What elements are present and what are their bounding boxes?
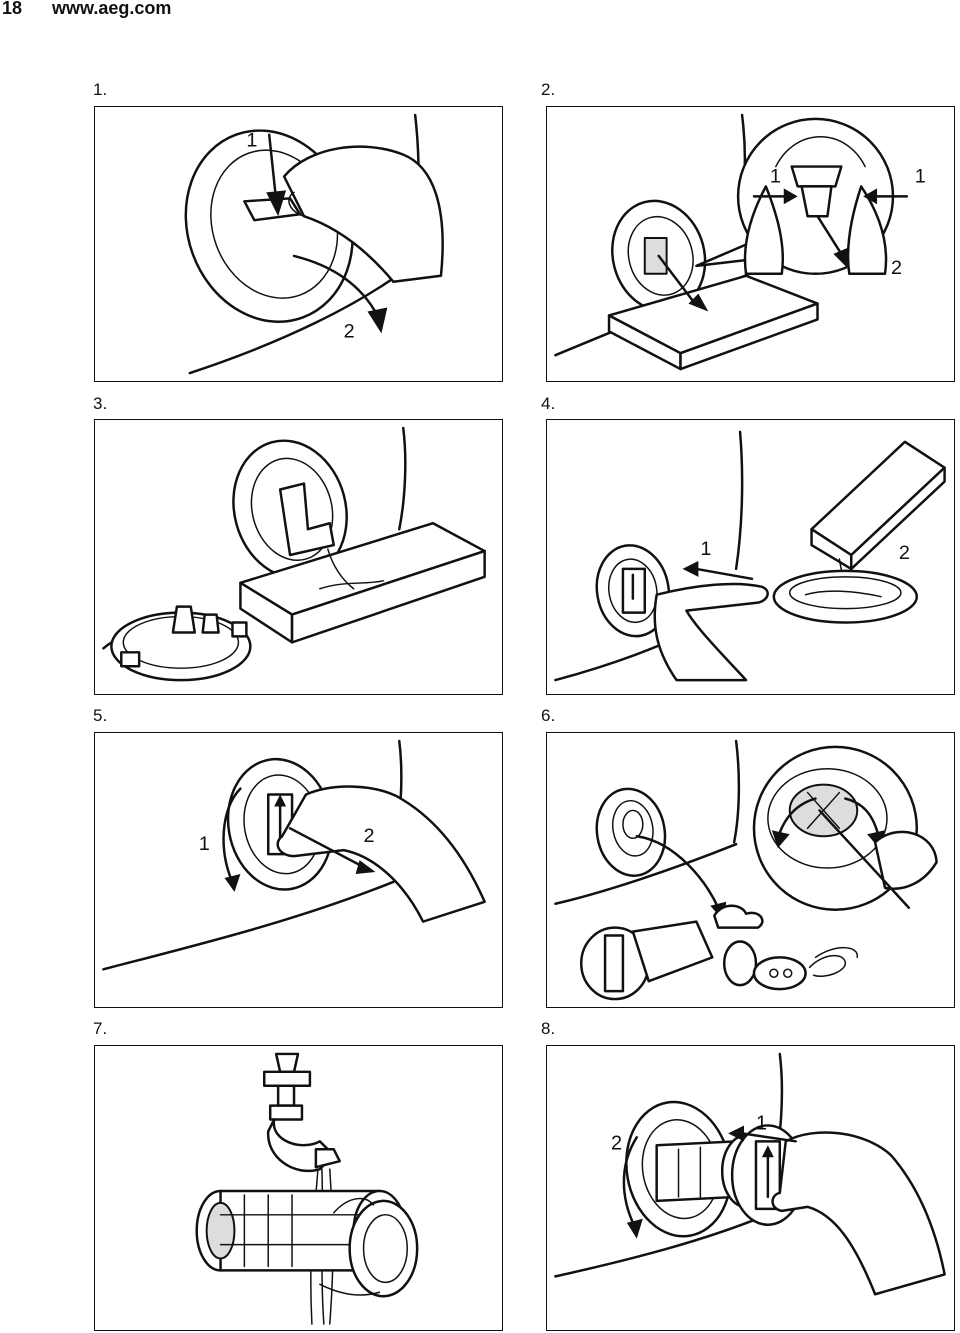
step-5-illustration: 1 2 (94, 732, 503, 1008)
step-8-illustration: 2 1 (546, 1045, 955, 1331)
callout-1: 1 (700, 538, 711, 560)
step-1-illustration: 1 2 (94, 106, 503, 382)
step-label-8: 8. (541, 1019, 556, 1038)
callout-2: 2 (891, 257, 902, 279)
reinsert-filter-drawing: 2 1 (554, 1052, 946, 1296)
site-url: www.aeg.com (52, 0, 172, 18)
callout-1-left: 1 (770, 165, 781, 187)
step-label-1: 1. (93, 80, 108, 99)
callout-2: 2 (364, 825, 375, 847)
step-2-illustration: 1 1 2 (546, 106, 955, 382)
filter-cover-open-drawing: 1 2 (184, 113, 444, 375)
callout-2: 2 (611, 1132, 622, 1154)
step-label-3: 3. (93, 394, 108, 413)
page-number: 18 (2, 0, 23, 18)
step-label-4: 4. (541, 394, 556, 413)
callout-2: 2 (344, 320, 355, 342)
step-label-2: 2. (541, 80, 556, 99)
callout-1: 1 (246, 130, 257, 152)
step-6-illustration (546, 732, 955, 1008)
step-7-illustration (94, 1045, 503, 1331)
callout-1-right: 1 (915, 165, 926, 187)
rinse-filter-drawing (195, 1052, 419, 1325)
clean-filter-housing-drawing (554, 739, 938, 1001)
step-4-illustration: 1 2 (546, 419, 955, 695)
callout-1: 1 (756, 1112, 767, 1134)
drain-into-container-drawing: 1 1 2 (554, 113, 926, 371)
callout-2: 2 (899, 542, 910, 564)
close-flap-empty-container-drawing: 1 2 (554, 430, 946, 682)
callout-1: 1 (199, 833, 210, 855)
step-label-7: 7. (93, 1019, 108, 1038)
water-draining-drawing (102, 426, 486, 682)
page-header: 18 www.aeg.com (0, 0, 300, 24)
step-label-5: 5. (93, 706, 108, 725)
step-3-illustration (94, 419, 503, 695)
step-label-6: 6. (541, 706, 556, 725)
remove-filter-drawing: 1 2 (102, 739, 486, 971)
